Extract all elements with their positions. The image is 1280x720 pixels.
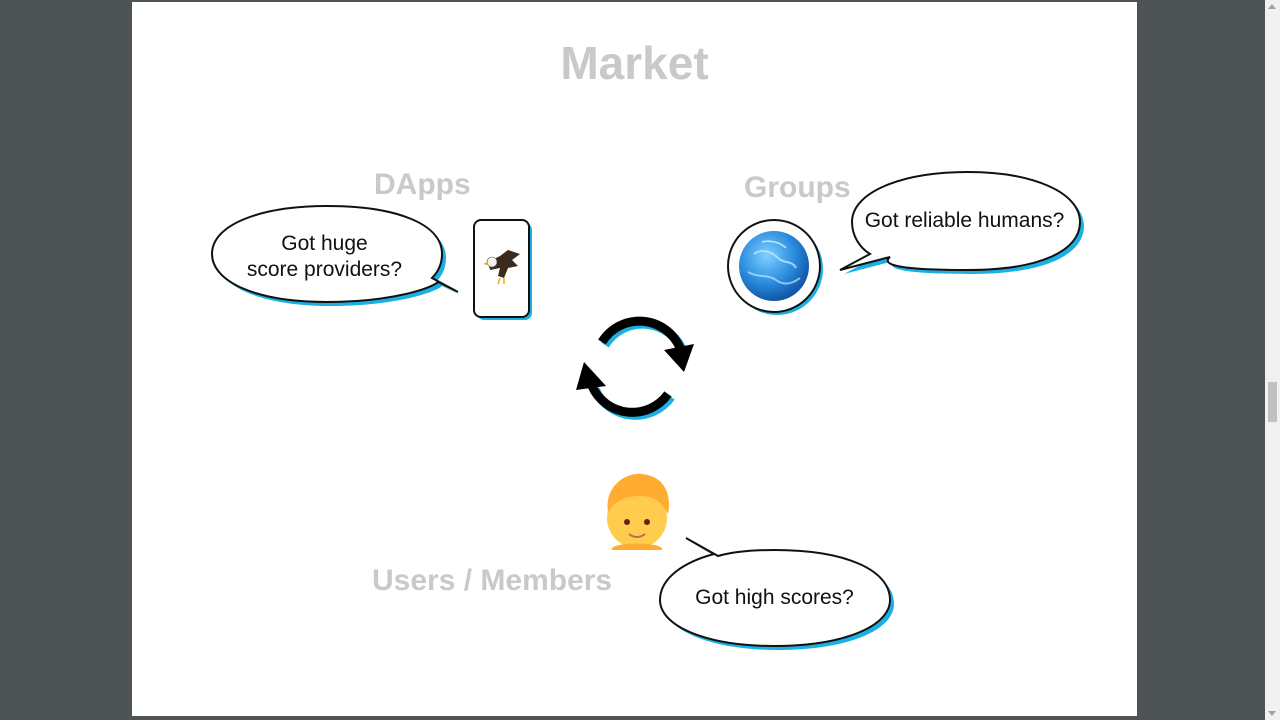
slide: Market DApps Groups Users / Members (132, 2, 1137, 716)
groups-label: Groups (744, 171, 851, 204)
groups-bubble-text: Got reliable humans? (864, 209, 1065, 232)
dapps-speech-bubble (210, 204, 462, 306)
diagram-graphics (210, 170, 1084, 650)
refresh-cycle-icon (576, 316, 694, 420)
users-label: Users / Members (372, 564, 613, 597)
dapps-bubble-text: Got huge score providers? (246, 232, 403, 281)
users-bubble-text: Got high scores? (695, 586, 854, 609)
scroll-up-icon[interactable] (1268, 4, 1276, 9)
vertical-scrollbar[interactable] (1265, 0, 1280, 720)
scroll-down-icon[interactable] (1268, 711, 1276, 716)
blue-globe-icon (727, 219, 823, 315)
person-emoji-icon (607, 473, 669, 550)
scrollbar-thumb[interactable] (1268, 382, 1277, 422)
groups-speech-bubble (839, 170, 1084, 274)
dapps-label: DApps (374, 168, 471, 201)
users-speech-bubble (658, 537, 894, 650)
slide-title: Market (560, 37, 709, 89)
phone-with-eagle-icon (473, 219, 532, 320)
